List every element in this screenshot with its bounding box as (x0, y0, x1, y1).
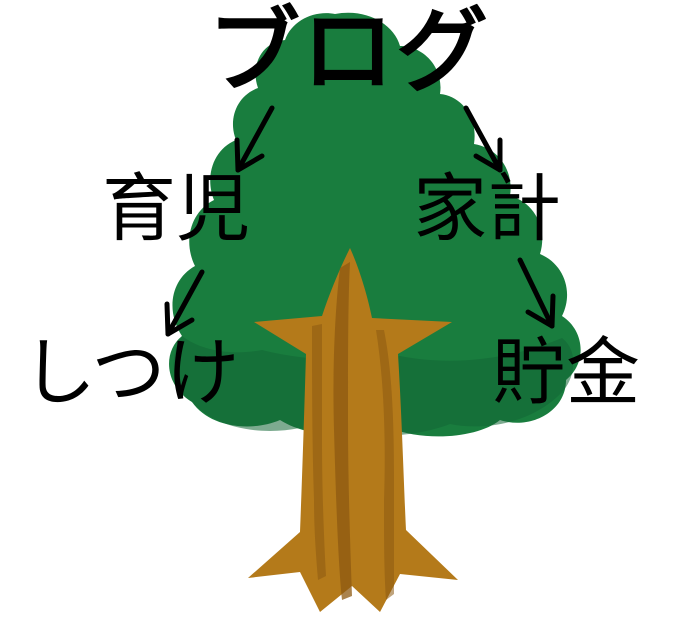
arrow-down-icon (234, 105, 275, 173)
arrow-down-icon (164, 269, 205, 337)
right-branch-label: 家計 (413, 166, 561, 252)
left-leaf-label: しつけ (22, 330, 240, 416)
left-branch-label: 育児 (102, 166, 250, 252)
arrow-down-icon (463, 105, 503, 173)
tree-trunk (248, 248, 458, 612)
arrow-down-icon (517, 257, 556, 329)
right-leaf-label: 貯金 (492, 330, 640, 416)
root-node-label: ブログ (208, 0, 491, 105)
